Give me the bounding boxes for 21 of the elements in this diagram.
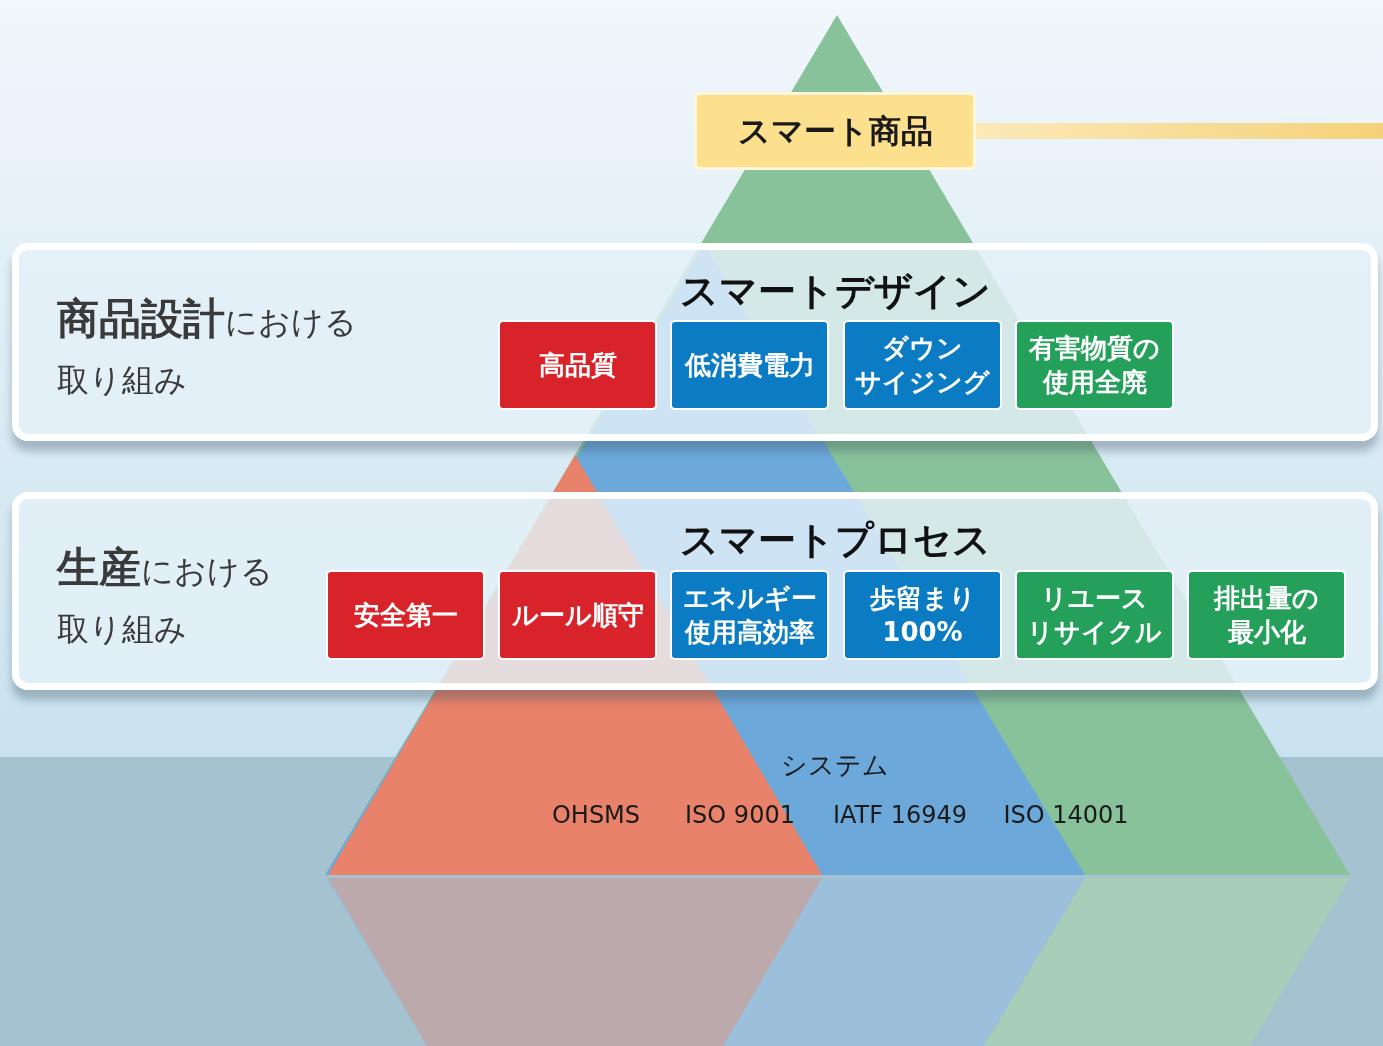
measure-box: 高品質 bbox=[498, 320, 657, 410]
measure-box: ダウンサイジング bbox=[843, 320, 1002, 410]
standard-label: ISO 14001 bbox=[1003, 801, 1129, 829]
measure-box: ルール順守 bbox=[498, 570, 657, 660]
band-panel bbox=[12, 492, 1378, 690]
measure-box: 安全第一 bbox=[326, 570, 485, 660]
goal-box: スマート商品 bbox=[694, 92, 976, 170]
band-title: スマートデザイン bbox=[679, 268, 991, 315]
measure-box: エネルギー使用高効率 bbox=[670, 570, 829, 660]
standard-label: IATF 16949 bbox=[832, 801, 968, 829]
system-label: システム bbox=[781, 749, 889, 782]
band-heading: 商品設計における取り組み bbox=[57, 293, 358, 401]
band-panel bbox=[12, 243, 1378, 441]
standard-label: OHSMS bbox=[551, 801, 641, 829]
band-heading: 生産における取り組み bbox=[57, 542, 274, 650]
measure-box: 低消費電力 bbox=[670, 320, 829, 410]
measure-box: 歩留まり100% bbox=[843, 570, 1002, 660]
measure-box: 排出量の最小化 bbox=[1187, 570, 1346, 660]
measure-box: リユースリサイクル bbox=[1015, 570, 1174, 660]
measure-box: 有害物質の使用全廃 bbox=[1015, 320, 1174, 410]
band-title: スマートプロセス bbox=[679, 517, 991, 564]
